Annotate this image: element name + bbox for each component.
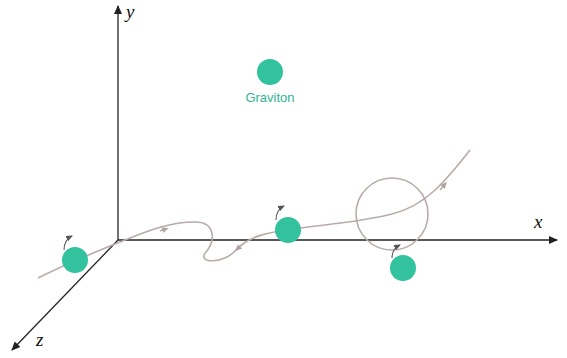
z-axis: [12, 240, 118, 350]
particle-label: Graviton: [245, 91, 294, 105]
spin-arrow: [64, 236, 72, 250]
axis-label: z: [36, 330, 43, 351]
spin-arrow: [276, 206, 284, 220]
graviton-ball: [62, 247, 88, 273]
graviton-ball: [275, 217, 301, 243]
axis-label: y: [126, 2, 134, 23]
trajectory-arrow: [237, 244, 243, 249]
trajectory-arrow: [160, 229, 166, 231]
trajectory-arrow: [440, 184, 445, 190]
graviton-ball: [390, 255, 416, 281]
x-axis: [118, 239, 557, 240]
axis-label: x: [534, 212, 542, 233]
trajectory-loop: [356, 178, 428, 250]
spin-arrow: [392, 245, 400, 258]
graviton-ball: [257, 59, 283, 85]
y-axis: [117, 6, 118, 240]
